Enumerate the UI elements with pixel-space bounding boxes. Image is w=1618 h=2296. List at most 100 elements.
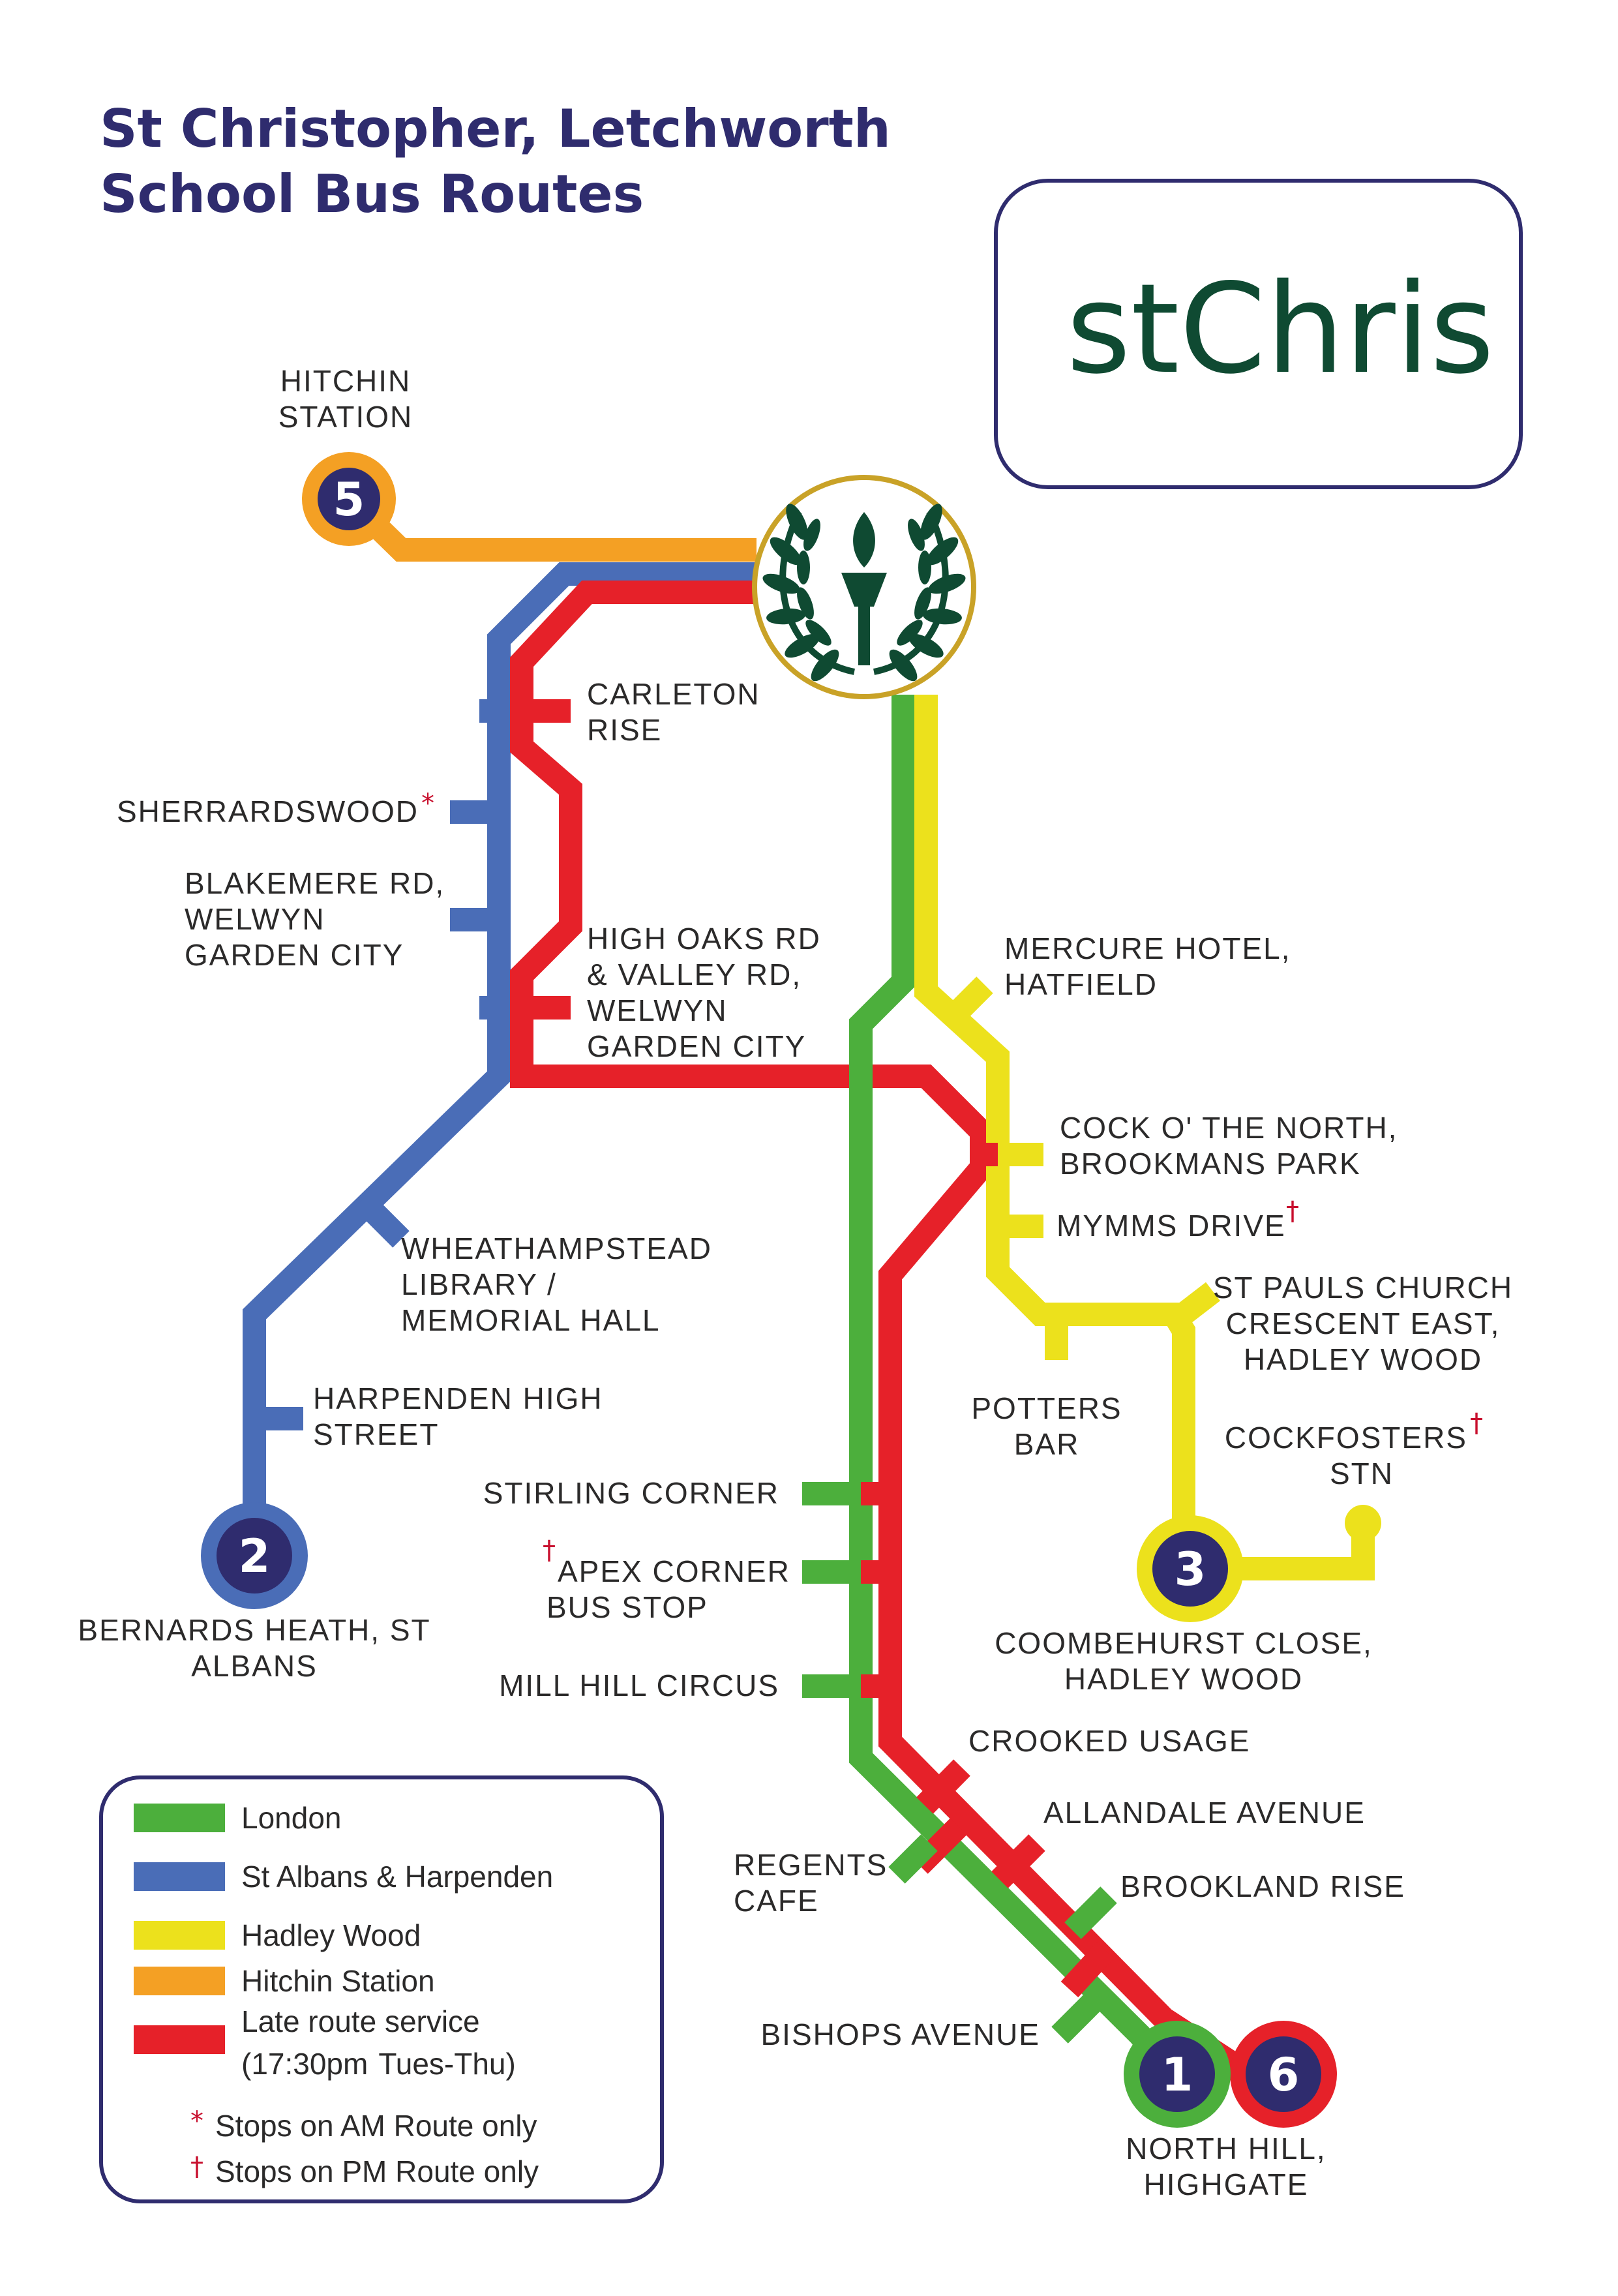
route-6-number: 6 [1268, 2048, 1300, 2102]
route-1-number: 1 [1161, 2048, 1193, 2102]
svg-text:MERCURE HOTEL,: MERCURE HOTEL, [1004, 931, 1291, 965]
svg-text:GARDEN CITY: GARDEN CITY [185, 938, 404, 972]
pm-only-mark: † [1286, 1196, 1299, 1226]
svg-text:WELWYN: WELWYN [587, 993, 728, 1027]
stop-st-pauls-church: ST PAULS CHURCH CRESCENT EAST, HADLEY WO… [1213, 1271, 1513, 1376]
route-3-number: 3 [1175, 1543, 1206, 1596]
legend-label-hitchin: Hitchin Station [241, 1964, 435, 1998]
map-title-line1: St Christopher, Letchworth [100, 98, 891, 159]
svg-text:ALLANDALE AVENUE: ALLANDALE AVENUE [1043, 1796, 1366, 1830]
stop-stirling-corner: STIRLING CORNER [483, 1476, 779, 1510]
svg-text:HADLEY WOOD: HADLEY WOOD [1244, 1342, 1482, 1376]
svg-text:STREET: STREET [313, 1417, 439, 1451]
svg-text:GARDEN CITY: GARDEN CITY [587, 1029, 806, 1063]
route-1-terminus: 1 [1124, 2021, 1231, 2128]
route-2-number: 2 [239, 1530, 271, 1583]
svg-text:HITCHIN: HITCHIN [280, 364, 412, 398]
am-only-mark: * [421, 789, 434, 819]
legend-swatch-st-albans [134, 1862, 225, 1891]
stop-sherrardswood: SHERRARDSWOOD * [117, 789, 434, 828]
legend-label-st-albans: St Albans & Harpenden [241, 1860, 553, 1894]
stop-mill-hill-circus: MILL HILL CIRCUS [499, 1669, 779, 1702]
svg-text:HARPENDEN HIGH: HARPENDEN HIGH [313, 1382, 603, 1415]
legend-swatch-london [134, 1804, 225, 1832]
stop-apex-corner: † APEX CORNER BUS STOP [543, 1535, 790, 1624]
stop-allandale-avenue: ALLANDALE AVENUE [1043, 1796, 1366, 1830]
st-albans-line [243, 562, 757, 1552]
svg-text:WHEATHAMPSTEAD: WHEATHAMPSTEAD [401, 1231, 712, 1265]
stop-wheathampstead: WHEATHAMPSTEAD LIBRARY / MEMORIAL HALL [401, 1231, 712, 1337]
legend-pm-mark: † [190, 2152, 203, 2182]
svg-text:COOMBEHURST CLOSE,: COOMBEHURST CLOSE, [995, 1626, 1373, 1660]
svg-text:& VALLEY RD,: & VALLEY RD, [587, 958, 802, 991]
route-6-terminus: 6 [1230, 2021, 1337, 2128]
svg-text:WELWYN: WELWYN [185, 902, 325, 936]
stop-carleton-rise: CARLETON RISE [587, 677, 760, 747]
legend-swatch-hadley-wood [134, 1921, 225, 1950]
legend-swatch-late [134, 2025, 225, 2054]
legend-late-note: (17:30pm Tues-Thu) [241, 2047, 516, 2081]
svg-text:BROOKLAND RISE: BROOKLAND RISE [1120, 1869, 1405, 1903]
legend-label-late: Late route service [241, 2004, 480, 2038]
svg-text:CRESCENT EAST,: CRESCENT EAST, [1226, 1307, 1501, 1340]
legend-pm-text: Stops on PM Route only [215, 2154, 539, 2188]
svg-text:APEX CORNER: APEX CORNER [558, 1554, 790, 1588]
svg-text:STATION: STATION [278, 400, 413, 434]
stop-hitchin-station: HITCHIN STATION [278, 364, 413, 434]
stop-coombehurst-close: COOMBEHURST CLOSE, HADLEY WOOD [995, 1626, 1373, 1696]
svg-text:MEMORIAL HALL: MEMORIAL HALL [401, 1303, 661, 1337]
svg-text:HATFIELD: HATFIELD [1004, 967, 1158, 1001]
laurel-wreath-torch-icon [752, 475, 976, 699]
tick-bishops-red [1060, 1942, 1115, 1998]
stop-high-oaks-rd: HIGH OAKS RD & VALLEY RD, WELWYN GARDEN … [587, 922, 821, 1063]
tick-wheathampstead [353, 1192, 410, 1248]
tick-crooked-usage [916, 1759, 970, 1814]
stop-potters-bar: POTTERS BAR [971, 1391, 1122, 1461]
svg-text:HIGHGATE: HIGHGATE [1144, 2168, 1309, 2201]
route-3-terminus: 3 [1137, 1515, 1244, 1622]
svg-text:NORTH HILL,: NORTH HILL, [1126, 2132, 1326, 2166]
svg-text:COCKFOSTERS: COCKFOSTERS [1225, 1421, 1467, 1455]
svg-text:LIBRARY /: LIBRARY / [401, 1267, 557, 1301]
svg-text:ST PAULS CHURCH: ST PAULS CHURCH [1213, 1271, 1513, 1305]
svg-text:ALBANS: ALBANS [191, 1649, 318, 1683]
late-line [510, 581, 1246, 2078]
cockfosters-terminal-dot [1345, 1505, 1381, 1541]
svg-text:HIGH OAKS RD: HIGH OAKS RD [587, 922, 821, 956]
hitchin-line [340, 491, 757, 562]
brand-logo: stChris [1066, 257, 1494, 401]
pm-only-mark: † [543, 1535, 556, 1565]
svg-text:REGENTS: REGENTS [734, 1848, 888, 1882]
svg-text:STIRLING CORNER: STIRLING CORNER [483, 1476, 779, 1510]
stop-crooked-usage: CROOKED USAGE [968, 1724, 1249, 1758]
svg-text:POTTERS: POTTERS [971, 1391, 1122, 1425]
stop-cock-o-the-north: COCK O' THE NORTH, BROOKMANS PARK [1060, 1111, 1398, 1181]
stop-mymms-drive: MYMMS DRIVE † [1056, 1196, 1299, 1243]
svg-text:HADLEY WOOD: HADLEY WOOD [1064, 1662, 1303, 1696]
svg-text:STN: STN [1330, 1457, 1394, 1490]
route-2-terminus: 2 [201, 1502, 308, 1609]
svg-text:SHERRARDSWOOD: SHERRARDSWOOD [117, 794, 419, 828]
route-5-number: 5 [333, 473, 365, 526]
pm-only-mark: † [1470, 1408, 1483, 1438]
legend-am-mark: * [190, 2106, 203, 2136]
svg-text:CARLETON: CARLETON [587, 677, 760, 711]
legend-am-text: Stops on AM Route only [215, 2109, 537, 2143]
tick-bishops-green [1051, 1991, 1104, 2044]
svg-text:RISE: RISE [587, 713, 662, 747]
stop-bishops-avenue: BISHOPS AVENUE [760, 2017, 1040, 2051]
map-title-line2: School Bus Routes [100, 164, 644, 224]
stop-cockfosters-stn: COCKFOSTERS † STN [1225, 1408, 1483, 1490]
svg-text:COCK O' THE NORTH,: COCK O' THE NORTH, [1060, 1111, 1398, 1145]
svg-text:BISHOPS AVENUE: BISHOPS AVENUE [760, 2017, 1040, 2051]
svg-text:BERNARDS HEATH, ST: BERNARDS HEATH, ST [78, 1613, 430, 1647]
svg-text:CAFE: CAFE [734, 1884, 819, 1918]
svg-text:MILL HILL CIRCUS: MILL HILL CIRCUS [499, 1669, 779, 1702]
stop-harpenden-high-street: HARPENDEN HIGH STREET [313, 1382, 603, 1451]
tick-regents-green [888, 1834, 938, 1884]
stop-brookland-rise: BROOKLAND RISE [1120, 1869, 1405, 1903]
stop-north-hill-highgate: NORTH HILL, HIGHGATE [1126, 2132, 1326, 2201]
route-5-terminus: 5 [302, 452, 396, 546]
